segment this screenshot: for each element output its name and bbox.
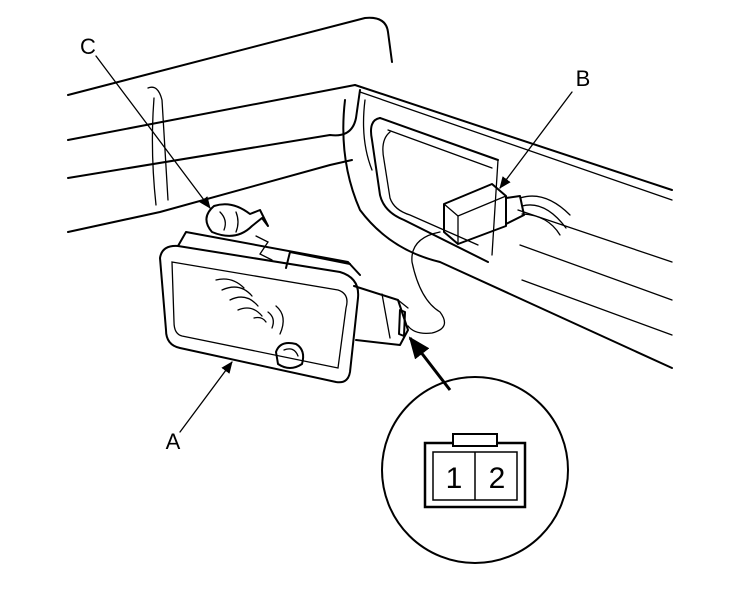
callout-b: B [576,66,591,91]
callout-c: C [80,34,96,59]
connector-detail-view [381,376,569,564]
bulb-wire [255,235,273,261]
callout-b-arrow [499,91,573,189]
detail-arrow [408,336,452,391]
bulb-c [205,203,269,237]
lamp-wire [407,231,446,334]
callout-c-arrow [95,55,211,209]
callout-a-arrow [179,361,233,433]
pin-2-label: 2 [489,462,506,495]
upper-trim-panel [67,16,393,233]
lamp-assembly-a [159,231,409,384]
pin-1-label: 1 [446,462,463,495]
callout-a: A [166,429,181,454]
harness-connector-b [443,183,571,245]
side-panel [342,84,673,369]
